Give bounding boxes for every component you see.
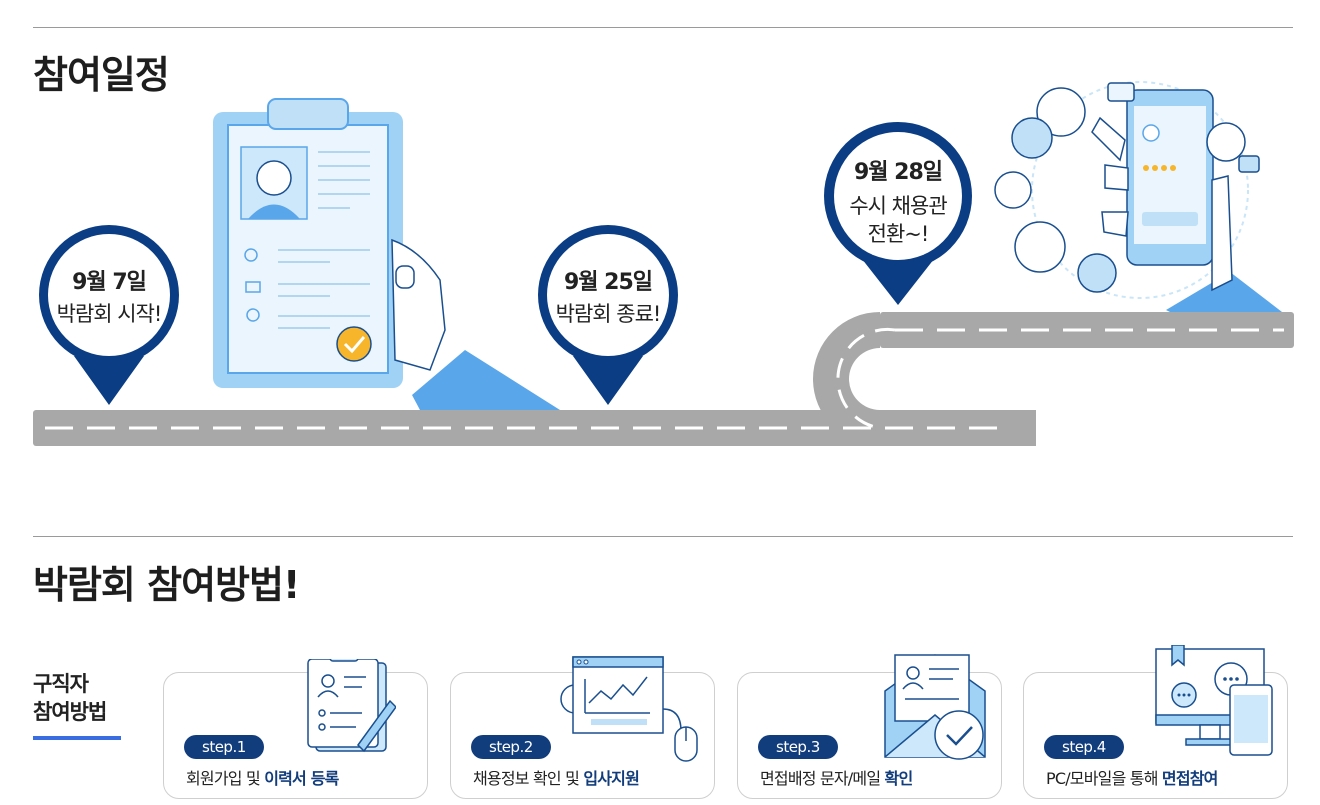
pin-date: 9월 7일	[72, 270, 147, 295]
middle-divider	[33, 536, 1293, 537]
method-label-underline	[33, 736, 121, 740]
pin-marker-2	[538, 225, 678, 405]
pin-label-transition: 9월 28일 수시 채용관 전환~!	[823, 154, 973, 248]
road	[33, 312, 1294, 446]
top-divider	[33, 27, 1293, 28]
phone-people-icon	[994, 81, 1282, 312]
resume-clipboard-icon	[213, 98, 560, 410]
step-card-4: step.4 PC/모바일을 통해 면접참여	[1023, 645, 1288, 799]
pin-event: 박람회 종료!	[555, 302, 662, 326]
schedule-title: 참여일정	[33, 53, 170, 97]
method-label-line2: 참여방법	[33, 700, 107, 724]
step-description: 회원가입 및 이력서 등록	[186, 765, 339, 789]
pin-label-start: 9월 7일 박람회 시작!	[34, 264, 184, 328]
step-description: 채용정보 확인 및 입사지원	[473, 765, 640, 789]
step-badge: step.4	[1044, 735, 1124, 759]
pin-label-end: 9월 25일 박람회 종료!	[533, 264, 683, 328]
step-description: PC/모바일을 통해 면접참여	[1046, 765, 1218, 789]
pin-date: 9월 25일	[563, 270, 653, 295]
step-text-plain: PC/모바일을 통해	[1046, 769, 1162, 788]
step-text-plain: 회원가입 및	[186, 769, 265, 788]
resume-pen-icon	[307, 659, 396, 753]
step-text-highlight: 확인	[884, 769, 914, 788]
step-text-highlight: 면접참여	[1161, 769, 1218, 788]
pin-marker-1	[39, 225, 179, 405]
step-text-highlight: 입사지원	[583, 769, 639, 788]
pin-event-line2: 전환~!	[867, 222, 930, 246]
monitor-phone-chat-icon	[1155, 645, 1273, 756]
pin-date: 9월 28일	[853, 160, 943, 185]
pin-event: 박람회 시작!	[56, 302, 163, 326]
pin-event-line1: 수시 채용관	[849, 194, 947, 218]
step-card-1: step.1 회원가입 및 이력서 등록	[163, 659, 428, 799]
jobseeker-method-label: 구직자 참여방법	[33, 670, 107, 726]
step-card-2: step.2 채용정보 확인 및 입사지원	[450, 656, 715, 799]
step-badge: step.2	[471, 735, 551, 759]
pin-marker-3	[824, 122, 972, 305]
step-description: 면접배정 문자/메일 확인	[760, 765, 914, 789]
step-text-plain: 채용정보 확인 및	[473, 769, 584, 788]
method-label-line1: 구직자	[33, 672, 89, 696]
step-badge: step.3	[758, 735, 838, 759]
step-text-highlight: 이력서 등록	[264, 769, 339, 788]
method-title: 박람회 참여방법!	[33, 563, 300, 607]
envelope-check-icon	[884, 654, 986, 760]
schedule-road-illustration	[33, 81, 1294, 446]
chart-browser-mouse-icon	[560, 656, 698, 762]
step-card-3: step.3 면접배정 문자/메일 확인	[737, 654, 1002, 799]
step-text-plain: 면접배정 문자/메일	[760, 769, 885, 788]
step-badge: step.1	[184, 735, 264, 759]
